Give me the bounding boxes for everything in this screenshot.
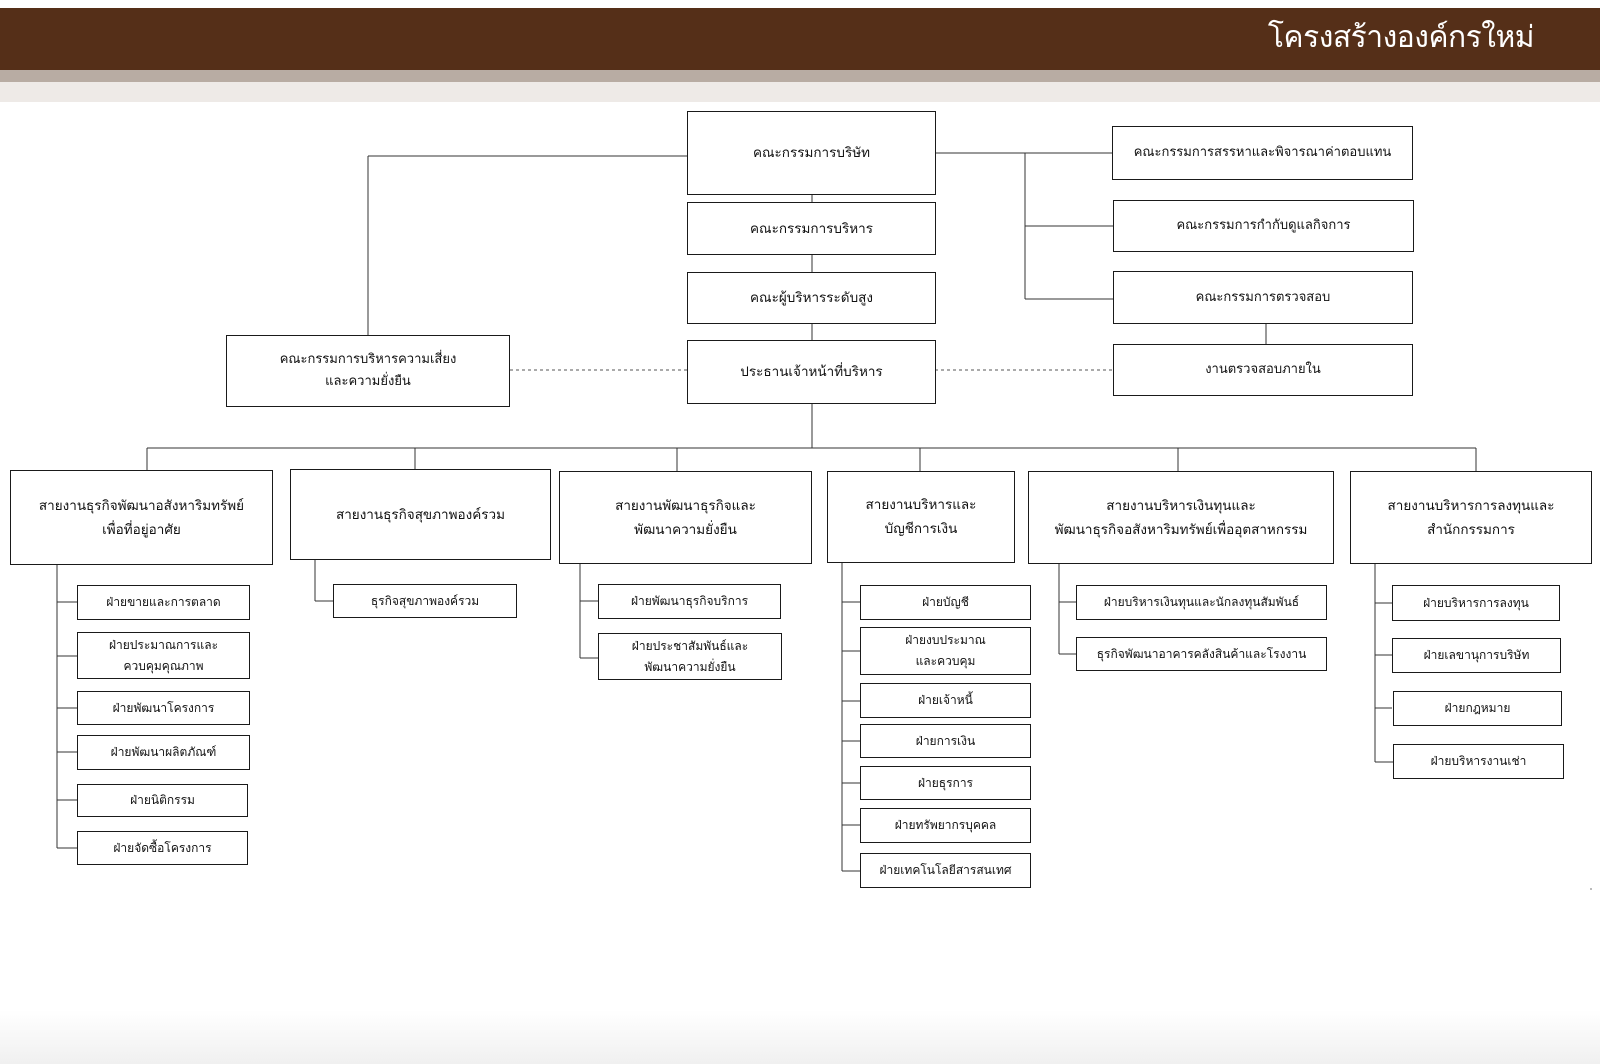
header-shadow-band [0, 82, 1600, 102]
internal-audit-box: งานตรวจสอบภายใน [1113, 344, 1413, 396]
unit-sales-marketing: ฝ่ายขายและการตลาด [77, 585, 250, 620]
division-residential-box: สายงานธุรกิจพัฒนาอสังหาริมทรัพย์ เพื่อที… [10, 470, 273, 565]
unit-product-dev: ฝ่ายพัฒนาผลิตภัณฑ์ [77, 735, 250, 770]
bottom-fade [0, 1010, 1600, 1064]
unit-pr-sustainability: ฝ่ายประชาสัมพันธ์และ พัฒนาความยั่งยืน [598, 633, 782, 680]
unit-warehouse-factory: ธุรกิจพัฒนาอาคารคลังสินค้าและโรงงาน [1076, 637, 1327, 671]
unit-legal-transaction: ฝ่ายนิติกรรม [77, 784, 248, 817]
division-wellness-box: สายงานธุรกิจสุขภาพองค์รวม [290, 469, 551, 560]
unit-investment-management: ฝ่ายบริหารการลงทุน [1392, 585, 1560, 621]
unit-legal: ฝ่ายกฎหมาย [1393, 691, 1562, 726]
unit-information-technology: ฝ่ายเทคโนโลยีสารสนเทศ [860, 853, 1031, 888]
division-business-dev-box: สายงานพัฒนาธุรกิจและ พัฒนาความยั่งยืน [559, 471, 812, 564]
unit-wellness-business: ธุรกิจสุขภาพองค์รวม [333, 584, 517, 618]
executive-committee-box: คณะกรรมการบริหาร [687, 202, 936, 255]
header-bar: โครงสร้างองค์กรใหม่ [0, 8, 1600, 70]
unit-service-business-dev: ฝ่ายพัฒนาธุรกิจบริการ [598, 584, 781, 619]
unit-budget-control: ฝ่ายงบประมาณ และควบคุม [860, 627, 1031, 675]
unit-project-procurement: ฝ่ายจัดซื้อโครงการ [77, 831, 248, 865]
page-marker-dot [1590, 888, 1592, 890]
division-investment-box: สายงานบริหารการลงทุนและ สำนักกรรมการ [1350, 471, 1592, 564]
division-finance-box: สายงานบริหารและ บัญชีการเงิน [827, 471, 1015, 563]
audit-committee-box: คณะกรรมการตรวจสอบ [1113, 271, 1413, 324]
unit-payables: ฝ่ายเจ้าหนี้ [860, 683, 1031, 718]
governance-committee-box: คณะกรรมการกำกับดูแลกิจการ [1113, 200, 1414, 252]
nomination-committee-box: คณะกรรมการสรรหาและพิจารณาค่าตอบแทน [1112, 126, 1413, 180]
unit-company-secretary: ฝ่ายเลขานุการบริษัท [1392, 638, 1561, 673]
risk-committee-box: คณะกรรมการบริหารความเสี่ยง และความยั่งยื… [226, 335, 510, 407]
unit-project-dev: ฝ่ายพัฒนาโครงการ [77, 691, 250, 725]
senior-management-box: คณะผู้บริหารระดับสูง [687, 272, 936, 324]
unit-administration: ฝ่ายธุรการ [860, 766, 1031, 800]
board-of-directors-box: คณะกรรมการบริษัท [687, 111, 936, 195]
page-title: โครงสร้างองค์กรใหม่ [1267, 20, 1535, 55]
header-accent-band [0, 70, 1600, 82]
unit-treasury-ir: ฝ่ายบริหารเงินทุนและนักลงทุนสัมพันธ์ [1076, 585, 1327, 620]
unit-accounting: ฝ่ายบัญชี [860, 585, 1031, 620]
unit-lease-management: ฝ่ายบริหารงานเช่า [1393, 744, 1564, 779]
top-margin [0, 0, 1600, 8]
unit-finance: ฝ่ายการเงิน [860, 724, 1031, 758]
ceo-box: ประธานเจ้าหน้าที่บริหาร [687, 340, 936, 404]
unit-human-resources: ฝ่ายทรัพยากรบุคคล [860, 808, 1031, 843]
unit-estimation-qc: ฝ่ายประมาณการและ ควบคุมคุณภาพ [77, 632, 250, 679]
division-capital-industrial-box: สายงานบริหารเงินทุนและ พัฒนาธุรกิจอสังหา… [1028, 471, 1334, 564]
